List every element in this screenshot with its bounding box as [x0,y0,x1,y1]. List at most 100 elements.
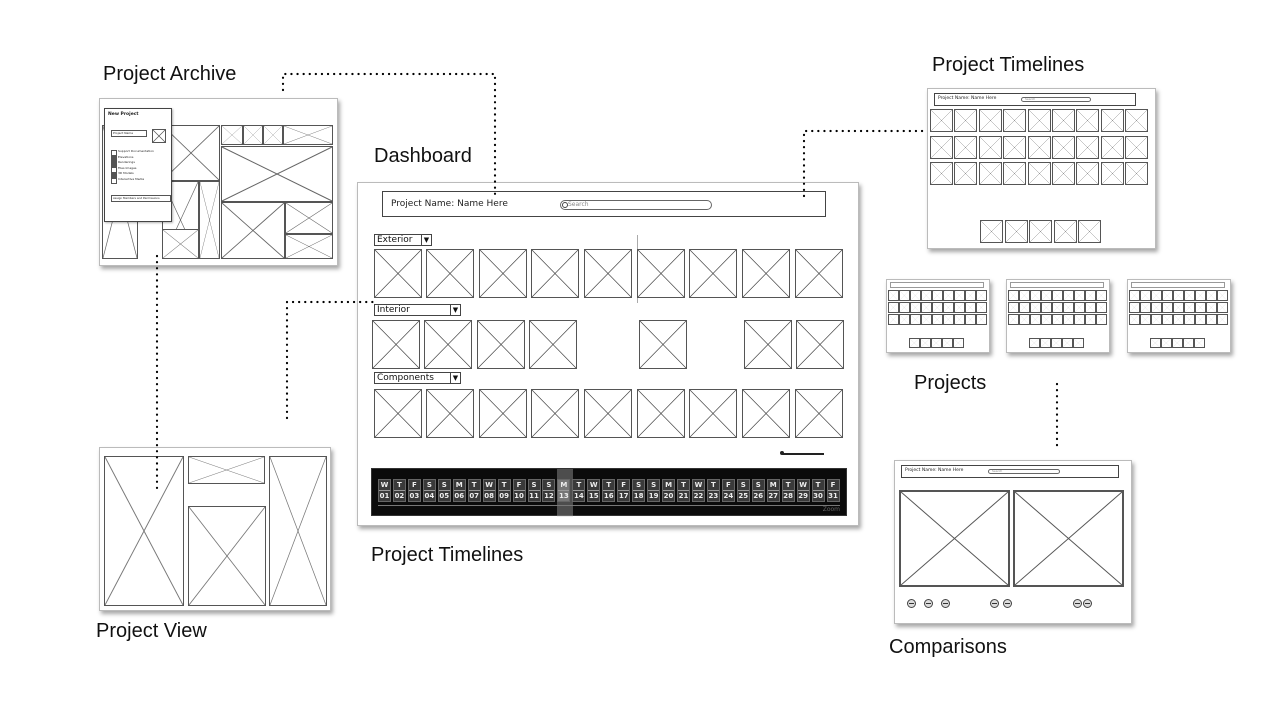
interior-dropdown[interactable]: Interior▼ [374,304,461,316]
project-mini-thumbnail[interactable] [1129,302,1140,313]
project-mini-thumbnail[interactable] [899,302,910,313]
project-mini-thumbnail[interactable] [953,338,964,348]
project-mini-thumbnail[interactable] [1008,302,1019,313]
project-mini-thumbnail[interactable] [943,290,954,301]
archive-tile[interactable] [263,125,283,145]
project-mini-thumbnail[interactable] [1008,290,1019,301]
project-mini-thumbnail[interactable] [1096,314,1107,325]
project-mini-thumbnail[interactable] [1206,290,1217,301]
project-mini-thumbnail[interactable] [921,302,932,313]
project-mini-thumbnail[interactable] [1008,314,1019,325]
project-mini-thumbnail[interactable] [976,302,987,313]
project-mini-thumbnail[interactable] [1129,314,1140,325]
interior-thumbnail[interactable] [744,320,792,369]
search-input[interactable]: Search [560,200,712,210]
project-mini-thumbnail[interactable] [932,302,943,313]
comparisons-search-input[interactable]: Search [988,469,1060,474]
component-thumbnail[interactable] [584,389,632,438]
component-thumbnail[interactable] [374,389,422,438]
timeline-thumbnail[interactable] [1100,162,1124,185]
project-mini-thumbnail[interactable] [1172,338,1183,348]
project-mini-thumbnail[interactable] [1195,314,1206,325]
project-mini-thumbnail[interactable] [1063,302,1074,313]
project-mini-thumbnail[interactable] [1184,302,1195,313]
control-button[interactable] [1083,599,1092,608]
project-mini-thumbnail[interactable] [1162,302,1173,313]
project-mini-thumbnail[interactable] [1052,290,1063,301]
project-mini-thumbnail[interactable] [1063,290,1074,301]
component-thumbnail[interactable] [479,389,527,438]
project-mini-thumbnail[interactable] [1085,302,1096,313]
project-mini-thumbnail[interactable] [1062,338,1073,348]
exterior-thumbnail[interactable] [426,249,474,298]
timeline-thumbnail[interactable] [978,162,1002,185]
assign-members-select[interactable]: Assign Members and Permissions [111,195,171,202]
project-mini-thumbnail[interactable] [1051,338,1062,348]
timeline-thumbnail[interactable] [1027,109,1051,132]
components-dropdown[interactable]: Components▼ [374,372,461,384]
project-mini-thumbnail[interactable] [910,314,921,325]
project-mini-thumbnail[interactable] [932,314,943,325]
timeline-thumbnail[interactable] [930,135,953,159]
project-mini-thumbnail[interactable] [1041,290,1052,301]
project-mini-thumbnail[interactable] [1217,290,1228,301]
project-mini-thumbnail[interactable] [1206,314,1217,325]
timeline-thumbnail[interactable] [1003,135,1027,159]
control-button[interactable] [990,599,999,608]
archive-tile[interactable] [285,234,333,259]
timeline-thumbnail[interactable] [954,109,978,132]
interior-thumbnail[interactable] [529,320,577,369]
project-mini-thumbnail[interactable] [1162,290,1173,301]
project-mini-thumbnail[interactable] [1206,302,1217,313]
project-mini-thumbnail[interactable] [1161,338,1172,348]
project-mini-thumbnail[interactable] [1019,314,1030,325]
exterior-thumbnail[interactable] [795,249,843,298]
component-thumbnail[interactable] [531,389,579,438]
zoom-label[interactable]: Zoom [822,506,840,513]
project-mini-thumbnail[interactable] [1140,290,1151,301]
project-mini-thumbnail[interactable] [943,302,954,313]
project-mini-thumbnail[interactable] [1217,314,1228,325]
project-mini-thumbnail[interactable] [1096,302,1107,313]
control-button[interactable] [1073,599,1082,608]
project-mini-thumbnail[interactable] [888,302,899,313]
project-mini-thumbnail[interactable] [1162,314,1173,325]
project-mini-thumbnail[interactable] [1085,290,1096,301]
project-mini-thumbnail[interactable] [888,314,899,325]
interior-thumbnail[interactable] [796,320,844,369]
checkbox[interactable] [111,177,117,184]
project-mini-thumbnail[interactable] [954,290,965,301]
timeline-thumbnail[interactable] [1076,109,1100,132]
project-mini-thumbnail[interactable] [1173,314,1184,325]
scroll-arrow-indicator[interactable] [782,453,824,455]
project-mini-thumbnail[interactable] [1074,314,1085,325]
archive-tile[interactable] [243,125,263,145]
project-mini-thumbnail[interactable] [1184,314,1195,325]
project-mini-thumbnail[interactable] [899,314,910,325]
exterior-dropdown[interactable]: Exterior▼ [374,234,432,246]
project-thumbnail-frame[interactable] [1006,279,1110,353]
control-button[interactable] [924,599,933,608]
exterior-thumbnail[interactable] [742,249,790,298]
project-mini-thumbnail[interactable] [1217,302,1228,313]
project-thumbnail-frame[interactable] [886,279,990,353]
project-mini-thumbnail[interactable] [1030,290,1041,301]
project-mini-thumbnail[interactable] [1183,338,1194,348]
project-mini-thumbnail[interactable] [932,290,943,301]
project-mini-thumbnail[interactable] [921,314,932,325]
archive-tile[interactable] [283,125,333,145]
